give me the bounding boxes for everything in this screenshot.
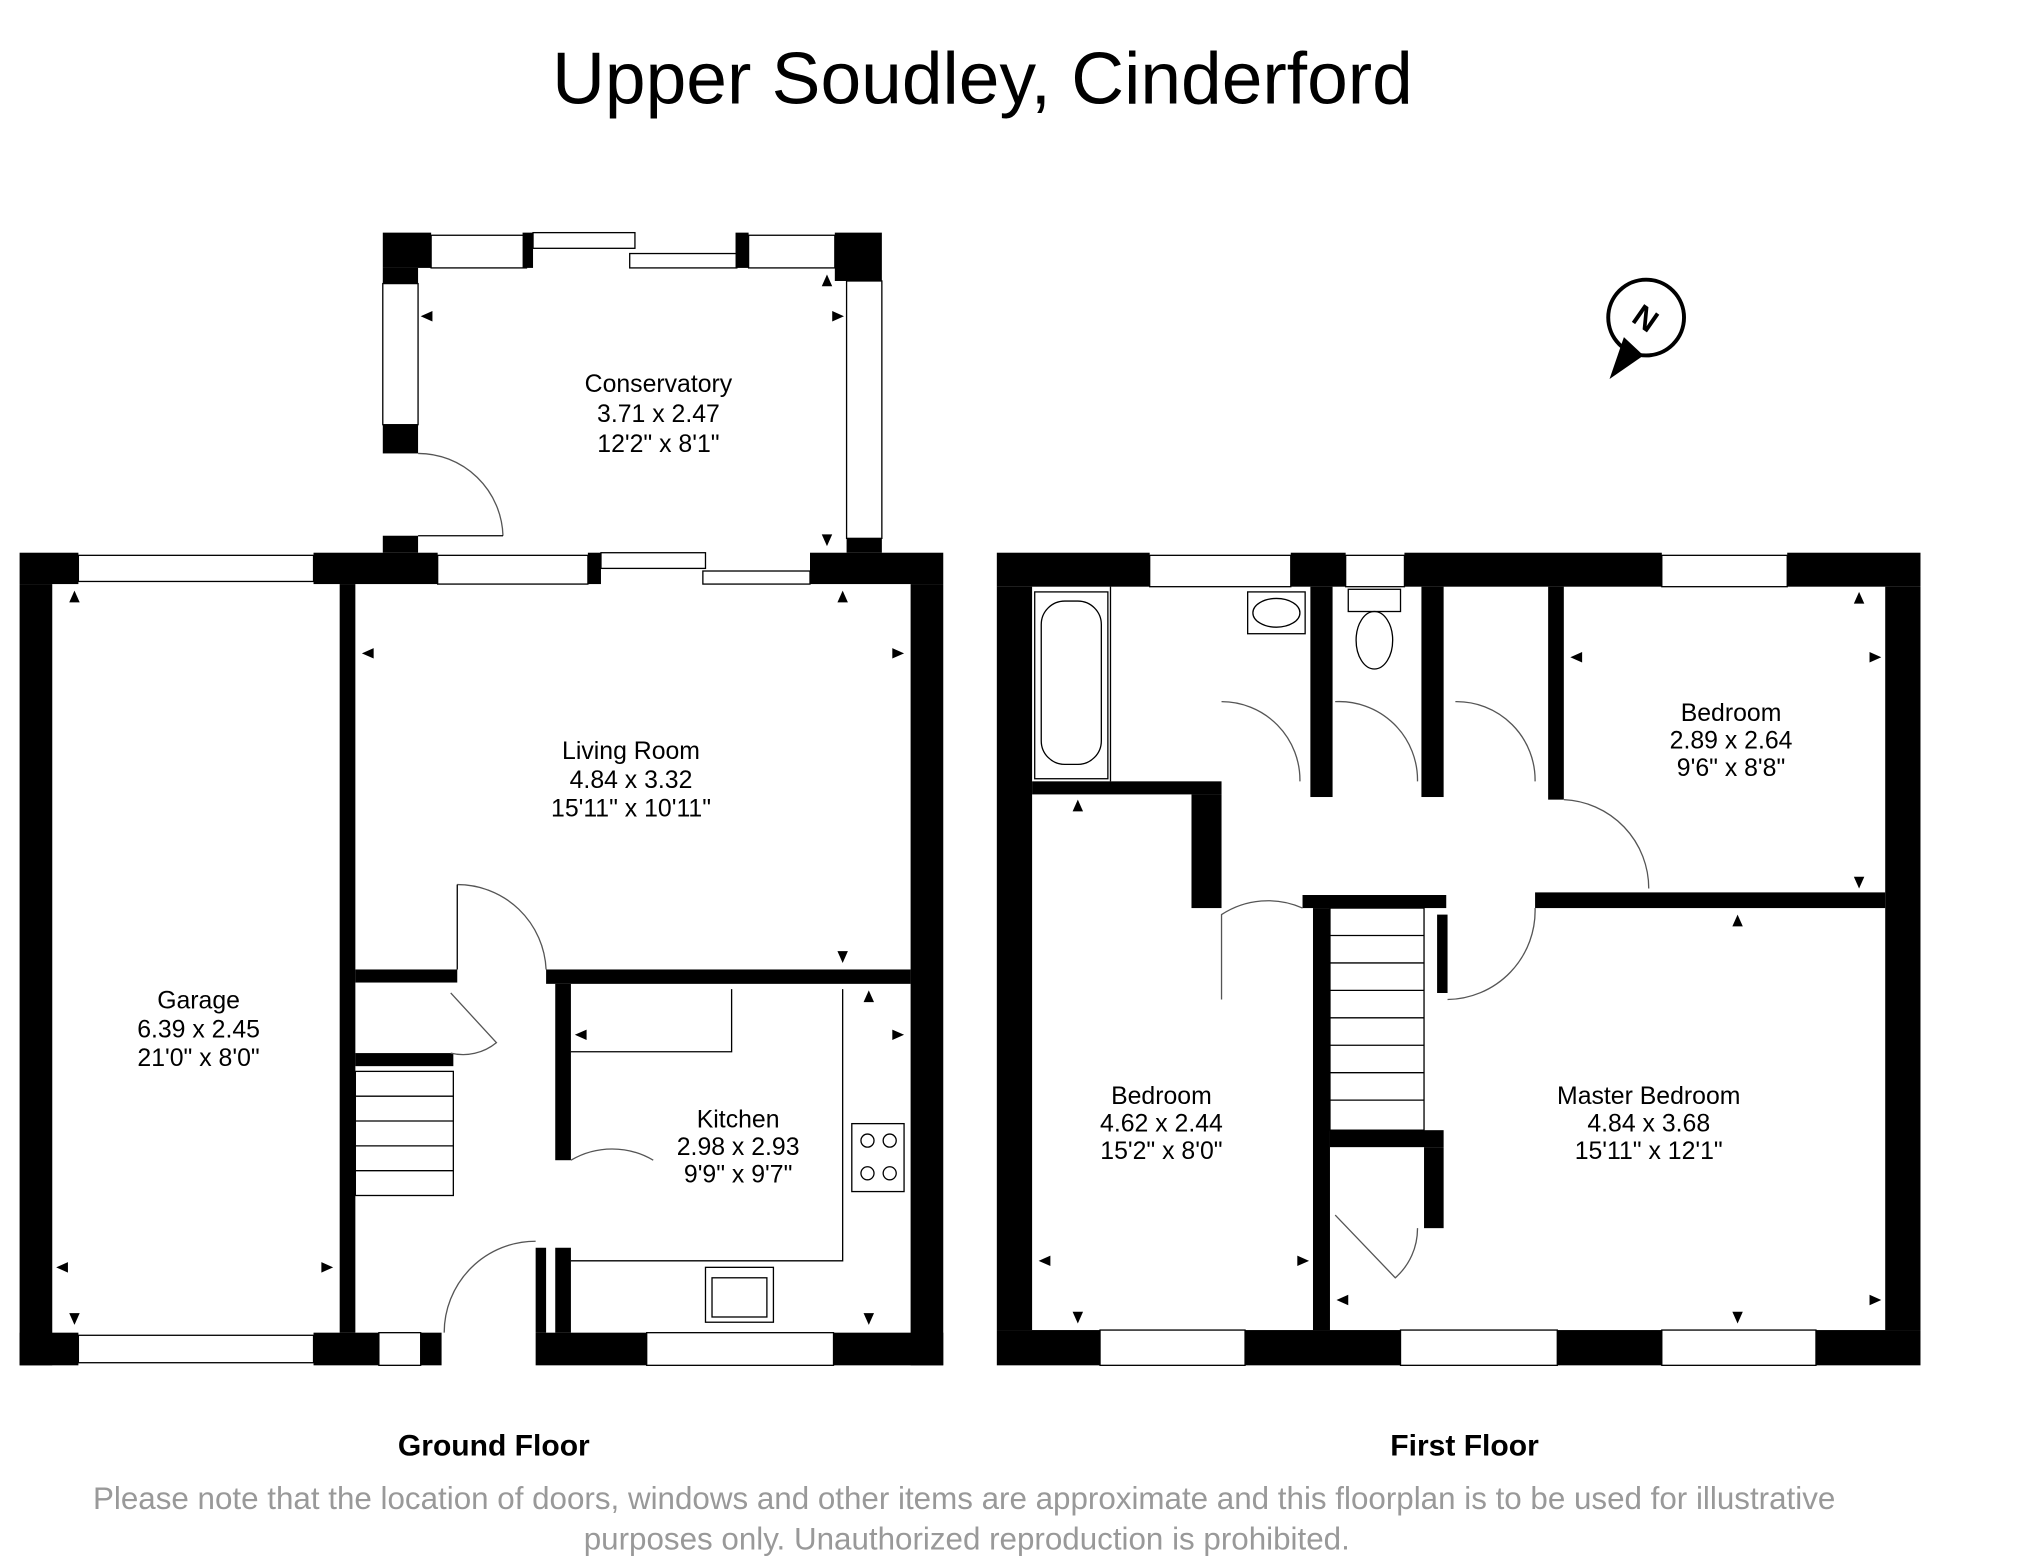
ground-floor-walls: [19, 552, 944, 1366]
first-floor-walls: [996, 552, 1921, 1366]
staircase: [1329, 934, 1425, 1101]
first-floor-label: First Floor: [1390, 1429, 1539, 1462]
north-compass-icon: N: [1606, 277, 1686, 379]
room-metric: 4.84 x 3.32: [570, 767, 693, 794]
toilet-icon: [1347, 588, 1402, 670]
ground-floor-label: Ground Floor: [398, 1429, 590, 1462]
room-metric: 4.62 x 2.44: [1100, 1110, 1223, 1137]
hob-icon: [851, 1122, 905, 1193]
room-imperial: 9'6" x 8'8": [1677, 755, 1785, 782]
room-metric: 6.39 x 2.45: [137, 1016, 260, 1043]
room-imperial: 15'2" x 8'0": [1100, 1138, 1222, 1165]
room-name: Conservatory: [585, 371, 733, 398]
room-imperial: 15'11" x 12'1": [1575, 1138, 1723, 1165]
room-metric: 3.71 x 2.47: [597, 401, 720, 428]
dimension-arrows: [56, 274, 905, 1325]
room-metric: 2.89 x 2.64: [1670, 728, 1793, 755]
washbasin-icon: [1247, 591, 1306, 635]
room-metric: 2.98 x 2.93: [677, 1134, 800, 1161]
room-name: Kitchen: [697, 1107, 780, 1134]
room-name: Bedroom: [1681, 700, 1782, 727]
room-name: Master Bedroom: [1557, 1083, 1740, 1110]
conservatory-walls: [382, 231, 883, 553]
dimension-arrows: [1038, 591, 1882, 1324]
room-name: Living Room: [562, 738, 700, 765]
room-name: Bedroom: [1111, 1083, 1212, 1110]
room-imperial: 9'9" x 9'7": [684, 1161, 792, 1188]
room-imperial: 12'2" x 8'1": [597, 431, 719, 458]
compass-label: N: [1626, 298, 1665, 340]
kitchen-sink-icon: [704, 1266, 775, 1323]
staircase: [354, 1070, 454, 1197]
room-imperial: 21'0" x 8'0": [137, 1045, 259, 1072]
first-floor-plan: Bedroom 2.89 x 2.64 9'6" x 8'8" Bedroom …: [996, 552, 1921, 1462]
disclaimer-line-2: purposes only. Unauthorized reproduction…: [584, 1522, 1350, 1557]
room-imperial: 15'11" x 10'11": [551, 796, 711, 823]
ground-floor-plan: Conservatory 3.71 x 2.47 12'2" x 8'1": [19, 231, 944, 1462]
bathtub-icon: [1034, 591, 1109, 780]
page-title: Upper Soudley, Cinderford: [552, 37, 1413, 119]
disclaimer-line-1: Please note that the location of doors, …: [93, 1481, 1835, 1516]
room-metric: 4.84 x 3.68: [1587, 1110, 1710, 1137]
room-name: Garage: [157, 988, 240, 1015]
